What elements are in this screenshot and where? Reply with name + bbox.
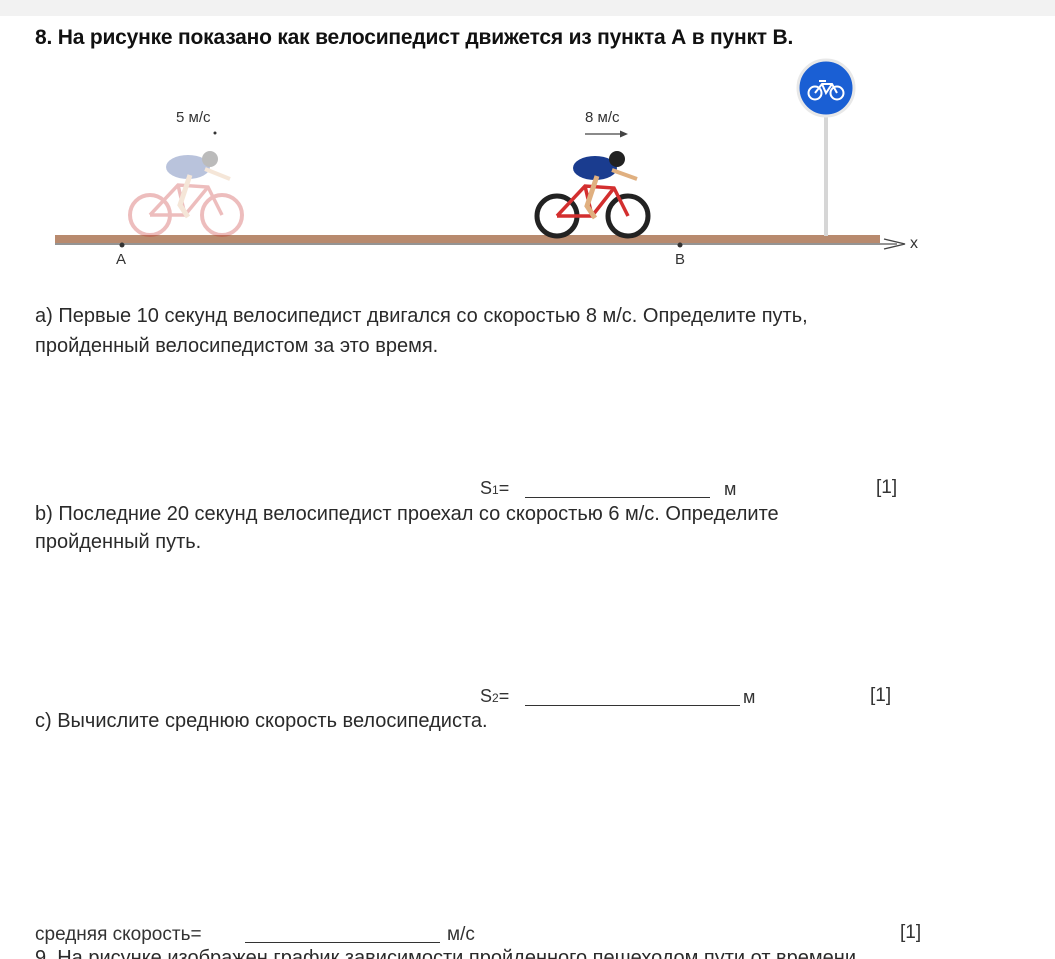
x-axis-arrow <box>883 238 906 250</box>
part-a-answer-field[interactable] <box>525 497 710 498</box>
road <box>55 235 880 243</box>
speed-left-label: 5 м/с <box>176 109 211 126</box>
point-b-marker <box>677 242 683 248</box>
part-a-answer-label: S1= <box>480 478 510 498</box>
part-a-score: [1] <box>876 477 898 498</box>
part-a-text-line1: a) Первые 10 секунд велосипедист двигалс… <box>35 305 808 327</box>
bicycle-sign-icon <box>796 58 856 236</box>
part-b-text-line1: b) Последние 20 секунд велосипедист прое… <box>35 503 779 525</box>
cyclist-icon <box>534 151 651 239</box>
x-axis-label: x <box>910 235 918 252</box>
part-b-text-line2: пройденный путь. <box>35 531 202 553</box>
next-question-cut: 9. На рисунке изображен график зависимос… <box>35 947 857 959</box>
top-strip <box>0 0 1055 16</box>
part-a-text-line2: пройденный велосипедистом за это время. <box>35 335 439 357</box>
part-b-answer-field[interactable] <box>525 705 740 706</box>
part-a-unit: м <box>724 479 737 499</box>
part-c-answer-label: средняя скорость= <box>35 924 202 945</box>
speed-right-label: 8 м/с <box>585 109 620 126</box>
point-a-marker <box>119 242 125 248</box>
part-c-text-line1: c) Вычислите среднюю скорость велосипеди… <box>35 710 488 732</box>
cyclist-figure: x A B 5 м/с 8 м/с <box>0 55 1055 285</box>
part-b-score: [1] <box>870 685 892 706</box>
part-c-score: [1] <box>900 922 922 943</box>
cyclist-faded-icon <box>128 151 244 237</box>
part-b-unit: м <box>743 687 756 707</box>
point-b-label: B <box>675 251 685 268</box>
part-c-answer-field[interactable] <box>245 942 440 943</box>
part-c-unit: м/с <box>447 924 475 945</box>
speed-left-dot <box>213 131 217 135</box>
point-a-label: A <box>116 251 126 268</box>
question-title: 8. На рисунке показано как велосипедист … <box>35 26 794 49</box>
part-b-answer-label: S2= <box>480 686 510 706</box>
